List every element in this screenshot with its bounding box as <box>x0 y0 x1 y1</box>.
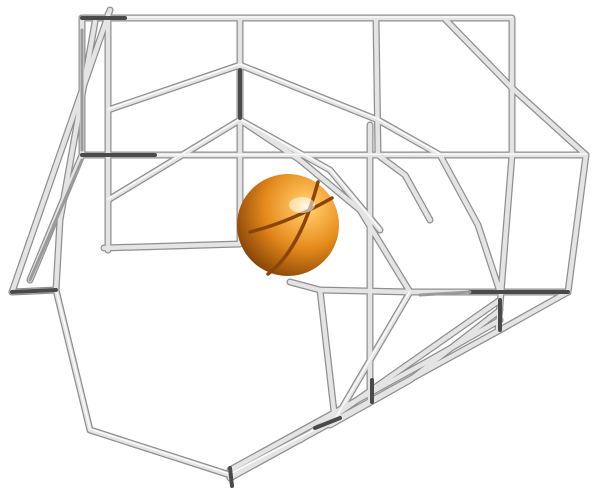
orange-sphere <box>237 174 339 276</box>
